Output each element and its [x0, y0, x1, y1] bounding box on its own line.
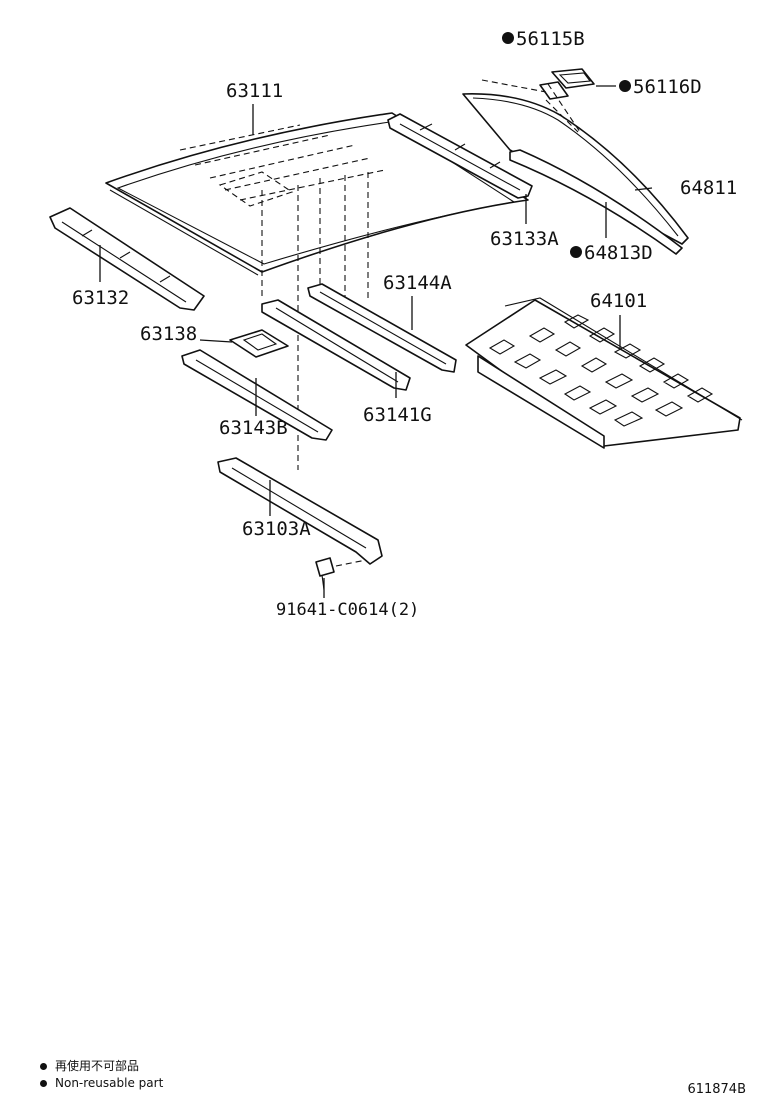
label-63143b: 63143B [219, 417, 288, 439]
label-63132: 63132 [72, 287, 129, 309]
rear-roof-rail[interactable] [217, 457, 383, 565]
non-reusable-dot-56116d [619, 80, 631, 92]
windshield-header-panel[interactable] [49, 207, 205, 311]
non-reusable-dot-64813d [570, 246, 582, 258]
front-header-rail[interactable] [387, 113, 533, 199]
label-56116d: 56116D [633, 76, 702, 98]
label-63133a: 63133A [490, 228, 559, 250]
leader-lines [99, 85, 653, 598]
package-tray-panel[interactable] [465, 297, 743, 449]
legend-row-japanese: 再使用不可部品 [40, 1058, 163, 1075]
label-63111: 63111 [226, 80, 283, 102]
label-63141g: 63141G [363, 404, 432, 426]
reinforcement-patch[interactable] [229, 329, 289, 358]
figure-code: 611874B [687, 1082, 746, 1097]
glass-weatherstrip[interactable] [509, 149, 683, 255]
label-64101: 64101 [590, 290, 647, 312]
legend-bullet-icon [40, 1080, 47, 1087]
label-63103a: 63103A [242, 518, 311, 540]
label-64811: 64811 [680, 177, 737, 199]
label-64813d: 64813D [584, 242, 653, 264]
non-reusable-dot-56115b [502, 32, 514, 44]
clip-56116d[interactable] [551, 68, 595, 89]
legend-japanese-text: 再使用不可部品 [55, 1059, 140, 1073]
roof-bow-63143b[interactable] [181, 349, 333, 441]
clip-56115b[interactable] [539, 81, 569, 100]
legend-bullet-icon [40, 1063, 47, 1070]
label-63138: 63138 [140, 323, 197, 345]
bolt[interactable] [315, 557, 335, 591]
legend: 再使用不可部品 Non-reusable part [40, 1058, 163, 1092]
roof-bow-63141g[interactable] [261, 299, 411, 391]
legend-english-text: Non-reusable part [55, 1076, 164, 1090]
legend-row-english: Non-reusable part [40, 1075, 163, 1092]
label-56115b: 56115B [516, 28, 585, 50]
label-91641-c0614: 91641-C0614(2) [276, 600, 419, 620]
roof-bow-63144a[interactable] [307, 283, 457, 373]
label-63144a: 63144A [383, 272, 452, 294]
tray-openings [488, 314, 714, 427]
roof-panel[interactable] [105, 112, 529, 470]
